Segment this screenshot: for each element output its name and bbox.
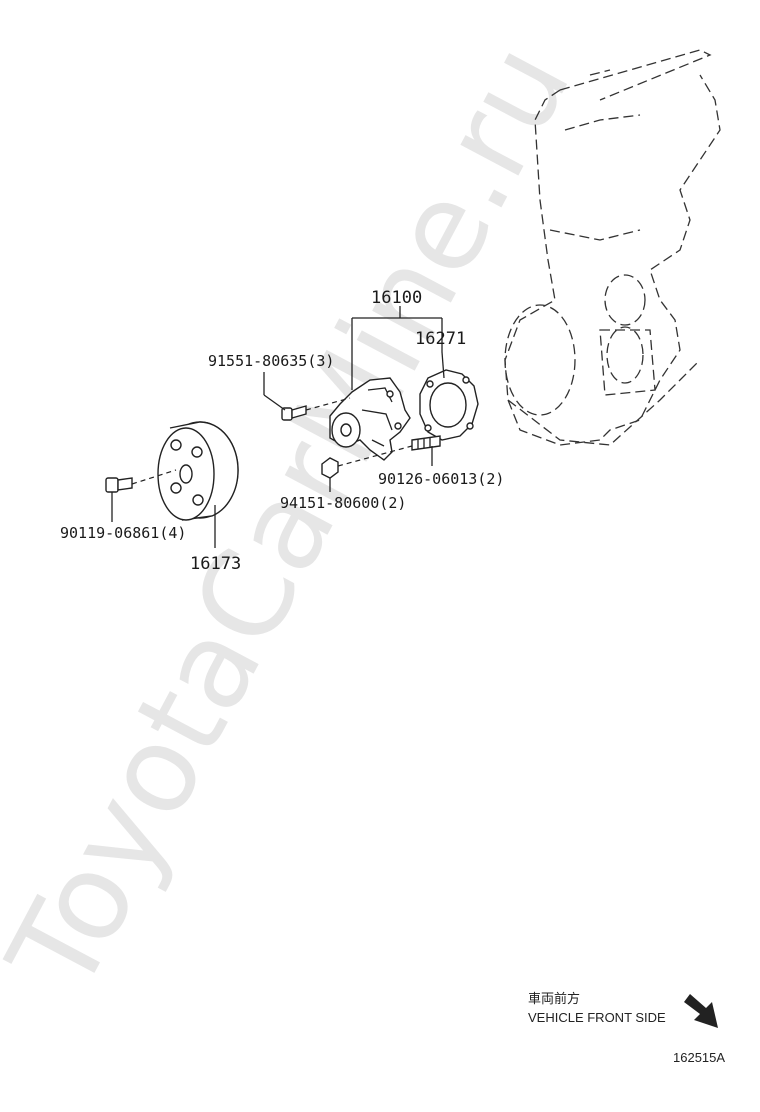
diagram-code: 162515A	[673, 1050, 725, 1065]
gasket-16271	[419, 369, 479, 441]
label-16100: 16100	[371, 288, 422, 308]
assembly-bracket	[351, 306, 445, 390]
watermark: ToyotaCarMine.ru	[0, 23, 598, 1015]
pulley-16173	[157, 421, 239, 548]
label-90119: 90119-06861(4)	[60, 524, 186, 542]
front-side-japanese: 車両前方	[528, 991, 580, 1006]
label-91551: 91551-80635(3)	[208, 352, 334, 370]
bolt-91551	[263, 372, 351, 421]
label-16173: 16173	[190, 554, 241, 574]
label-94151: 94151-80600(2)	[280, 494, 406, 512]
label-90126: 90126-06013(2)	[378, 470, 504, 488]
pulley-bolt	[105, 469, 177, 522]
nut-94151	[321, 445, 413, 492]
front-direction-arrow-icon	[684, 994, 718, 1028]
label-16271: 16271	[415, 329, 466, 349]
stud-90126	[411, 435, 441, 466]
engine-block-outline	[504, 49, 721, 446]
front-side-english: VEHICLE FRONT SIDE	[528, 1010, 666, 1025]
